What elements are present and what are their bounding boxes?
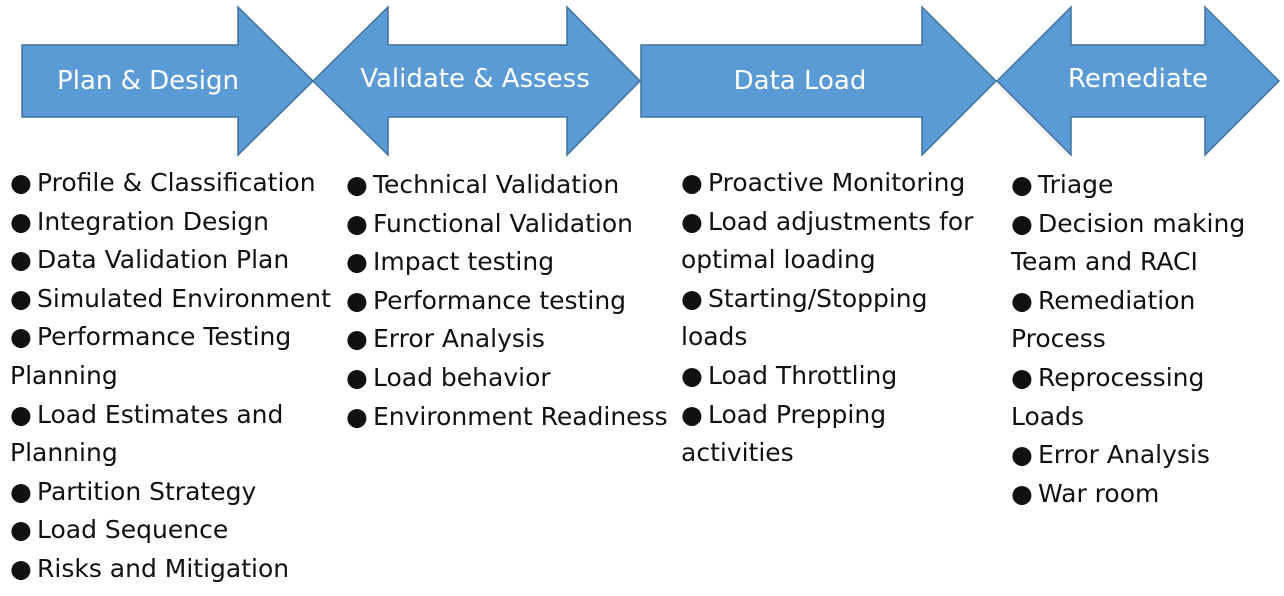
data-load-list: ●Proactive Monitoring●Load adjustments f… [681, 164, 997, 473]
list-item-text: Load behavior [373, 362, 551, 392]
validate-assess-arrow [311, 5, 642, 157]
list-item-text: Reprocessing Loads [1011, 362, 1205, 431]
list-item-text: Load Estimates and Planning [10, 399, 284, 468]
bullet-icon: ● [346, 324, 368, 354]
bullet-icon: ● [346, 208, 368, 238]
validate-assess-list: ●Technical Validation●Functional Validat… [346, 166, 681, 436]
remediate-list: ●Triage●Decision making Team and RACI●Re… [1011, 166, 1273, 513]
bullet-icon: ● [681, 206, 703, 236]
list-item-text: Performance Testing Planning [10, 322, 292, 390]
bullet-icon: ● [681, 168, 703, 197]
list-item: ●Triage [1011, 166, 1273, 205]
list-item-text: Error Analysis [373, 324, 545, 354]
data-load-arrow [640, 5, 998, 157]
list-item: ●Load Estimates and Planning [10, 396, 346, 473]
bullet-icon: ● [346, 285, 368, 315]
bullet-icon: ● [681, 360, 703, 390]
list-item-text: Functional Validation [373, 208, 633, 238]
bullet-icon: ● [10, 399, 32, 429]
plan-design-arrow [21, 5, 315, 157]
list-item: ●Partition Strategy [10, 473, 346, 512]
bullet-icon: ● [1011, 478, 1033, 508]
list-item: ●Impact testing [346, 243, 681, 282]
plan-design-list: ●Profile & Classification●Integration De… [10, 164, 346, 589]
list-item-text: Partition Strategy [37, 476, 257, 506]
list-item: ●Load adjustments for optimal loading [681, 203, 997, 280]
list-item: ●Load Prepping activities [681, 396, 997, 473]
list-item: ●Starting/Stopping loads [681, 280, 997, 357]
bullet-icon: ● [346, 170, 368, 199]
list-item-text: Technical Validation [373, 170, 620, 199]
list-item-text: Risks and Mitigation [37, 553, 290, 583]
bullet-icon: ● [10, 283, 32, 313]
list-item-text: Load Sequence [37, 515, 229, 545]
list-item-text: Remediation Process [1011, 285, 1196, 354]
bullet-icon: ● [681, 283, 703, 313]
bullet-icon: ● [681, 399, 703, 429]
bullet-icon: ● [346, 247, 368, 277]
stage-label-validate-assess: Validate & Assess [360, 64, 590, 94]
list-item: ●Profile & Classification [10, 164, 346, 203]
bullet-icon: ● [346, 401, 368, 431]
list-item: ●Data Validation Plan [10, 241, 346, 280]
list-item: ●Risks and Mitigation [10, 550, 346, 589]
list-item: ●Load Sequence [10, 511, 346, 550]
list-item: ●Reprocessing Loads [1011, 359, 1273, 436]
bullet-icon: ● [10, 476, 32, 506]
list-item-text: War room [1038, 478, 1160, 508]
bullet-icon: ● [10, 168, 32, 197]
list-item-text: Load adjustments for optimal loading [681, 206, 974, 275]
bullet-icon: ● [10, 245, 32, 275]
list-item-text: Performance testing [373, 285, 627, 315]
list-item: ●Integration Design [10, 203, 346, 242]
list-item: ●Environment Readiness [346, 398, 681, 437]
list-item-text: Data Validation Plan [37, 245, 290, 275]
list-item-text: Error Analysis [1038, 440, 1210, 470]
list-item: ●Simulated Environment [10, 280, 346, 319]
list-item-text: Decision making Team and RACI [1011, 208, 1246, 277]
list-item-text: Load Prepping activities [681, 399, 887, 468]
remediate-arrow [995, 5, 1281, 157]
bullet-icon: ● [1011, 362, 1033, 392]
bullet-icon: ● [10, 553, 32, 583]
list-item-text: Load Throttling [708, 360, 898, 390]
list-item-text: Starting/Stopping loads [681, 283, 928, 352]
list-item-text: Impact testing [373, 247, 555, 277]
list-item: ●Performance Testing Planning [10, 318, 346, 395]
bullet-icon: ● [346, 362, 368, 392]
stage-label-plan-design: Plan & Design [57, 66, 239, 96]
list-item-text: Simulated Environment [37, 283, 331, 313]
list-item-text: Integration Design [37, 206, 270, 236]
list-item-text: Triage [1038, 170, 1114, 199]
list-item: ●Proactive Monitoring [681, 164, 997, 203]
stage-label-data-load: Data Load [733, 66, 867, 96]
stage-label-remediate: Remediate [1067, 64, 1209, 94]
bullet-icon: ● [1011, 440, 1033, 470]
list-item: ●Decision making Team and RACI [1011, 205, 1273, 282]
list-item-text: Profile & Classification [37, 168, 316, 197]
list-item: ●Error Analysis [346, 320, 681, 359]
list-item-text: Environment Readiness [373, 401, 668, 431]
list-item: ●Remediation Process [1011, 282, 1273, 359]
list-item: ●War room [1011, 475, 1273, 514]
bullet-icon: ● [1011, 170, 1033, 199]
list-item: ●Load Throttling [681, 357, 997, 396]
bullet-icon: ● [1011, 285, 1033, 315]
process-arrows [21, 5, 1281, 157]
bullet-icon: ● [10, 515, 32, 545]
list-item: ●Error Analysis [1011, 436, 1273, 475]
list-item: ●Performance testing [346, 282, 681, 321]
list-item: ●Load behavior [346, 359, 681, 398]
list-item: ●Functional Validation [346, 205, 681, 244]
list-item-text: Proactive Monitoring [708, 168, 966, 197]
bullet-icon: ● [10, 206, 32, 236]
bullet-icon: ● [10, 322, 32, 352]
bullet-icon: ● [1011, 208, 1033, 238]
list-item: ●Technical Validation [346, 166, 681, 205]
